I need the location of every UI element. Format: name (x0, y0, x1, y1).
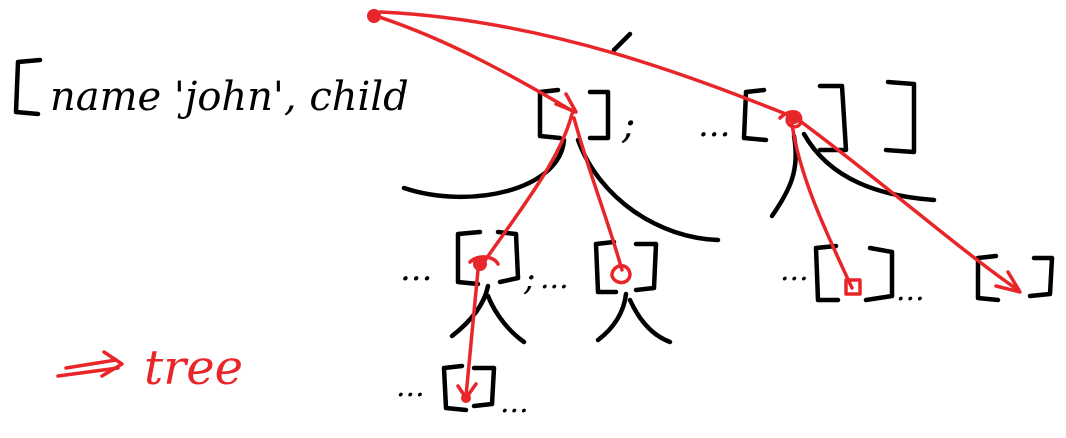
node-b-close (633, 241, 659, 293)
outer-open-bracket (13, 57, 43, 117)
node-a-open (455, 229, 483, 287)
list-2-scribble (778, 110, 803, 129)
branch-right-1 (575, 137, 721, 243)
tick-mark (611, 31, 633, 53)
level-2-nodes: ... ; ... ... ... (400, 229, 1055, 308)
legend-arrow-line-1 (56, 366, 120, 378)
arrow-list-2-to-node-c (790, 122, 854, 290)
legend-arrow-line-2 (64, 358, 118, 370)
arrow-list-2-to-node-d (794, 116, 1020, 292)
root-pointer-dot (367, 9, 381, 23)
arrowhead-list-1 (554, 92, 578, 114)
semicolon-2: ; (523, 259, 535, 299)
list-2-pointer-dot (788, 112, 800, 124)
branches-level-1 (401, 131, 937, 243)
ellipsis-2c: ... (780, 253, 809, 288)
branch-left-2 (769, 133, 798, 219)
ellipsis-2a: ... (400, 249, 432, 289)
ellipsis-3a: ... (396, 369, 425, 404)
semicolon-1: ; (621, 102, 635, 148)
outer-close-bracket (883, 79, 917, 155)
arrow-node-a-to-node-e (464, 268, 480, 398)
child-list-1: ; ... (537, 87, 730, 148)
outer-record: name 'john', child (13, 31, 917, 155)
lambda-b-left (595, 291, 629, 343)
arrowhead-node-e (456, 382, 478, 400)
branch-right-2 (801, 131, 937, 203)
child-list-2 (741, 83, 849, 153)
node-b-pointer-loop (610, 264, 632, 285)
ellipsis-1: ... (698, 105, 730, 145)
node-a-scribble (468, 255, 500, 266)
arrow-root-to-list-2 (378, 10, 798, 120)
node-b-open (593, 239, 619, 295)
ellipsis-2d: ... (896, 273, 925, 308)
arrowhead-node-d (994, 270, 1022, 294)
lambda-a-left (449, 283, 491, 339)
arrow-root-to-list-1 (374, 14, 576, 114)
node-c-close (863, 245, 895, 303)
child-list-2-close (817, 83, 849, 153)
legend: tree (56, 340, 243, 396)
lambda-b-right (627, 297, 673, 345)
node-d-close (1027, 255, 1055, 299)
branch-left-1 (401, 137, 567, 200)
legend-label: tree (144, 340, 243, 396)
child-list-2-open (741, 87, 769, 143)
child-list-1-close (587, 89, 611, 141)
ellipsis-3b: ... (500, 385, 529, 420)
pointer-arrows (367, 9, 1022, 403)
node-d-open (975, 253, 1001, 303)
legend-arrowhead (100, 350, 124, 378)
node-c-open (813, 243, 841, 303)
node-a-pointer-dot (473, 257, 487, 271)
node-c-pointer-box (844, 278, 862, 296)
lambda-a-right (485, 293, 527, 345)
arrow-list-1-to-node-a (482, 112, 574, 264)
ellipsis-2b: ... (540, 261, 569, 296)
level-3-node: ... ... (396, 363, 529, 420)
child-list-1-open (537, 87, 563, 141)
node-a-close (495, 229, 521, 285)
node-e-open (441, 363, 469, 413)
node-e-close (471, 365, 497, 409)
arrow-list-1-to-node-b (572, 116, 624, 272)
record-fields-text: name 'john', child (50, 74, 409, 120)
